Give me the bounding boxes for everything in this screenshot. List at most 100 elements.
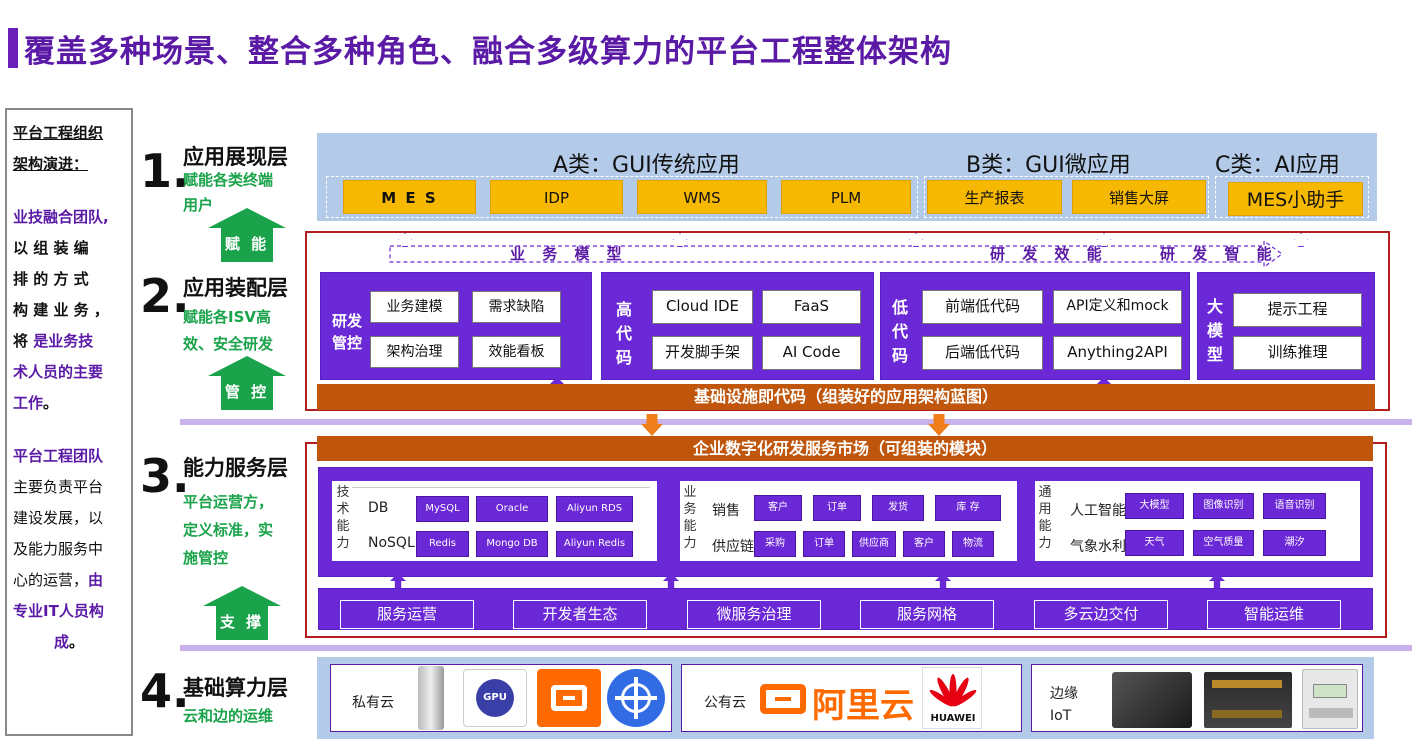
p2-line: 及能力服务中: [13, 540, 104, 558]
p2-line: 主要负责平台: [13, 478, 104, 496]
p2-line: 平台工程团队: [13, 447, 104, 465]
app-production-report[interactable]: 生产报表: [927, 180, 1062, 214]
svc-service-mesh[interactable]: 服务网格: [859, 599, 995, 630]
p1-line: 术人员的主要: [13, 363, 104, 381]
p1-line-highlight: 是业务技: [33, 332, 94, 350]
svc-image-recognition[interactable]: 图像识别: [1193, 493, 1254, 519]
svc-oracle[interactable]: Oracle: [476, 496, 548, 522]
tool-ai-code[interactable]: AI Code: [762, 336, 861, 370]
tool-scaffold[interactable]: 开发脚手架: [652, 336, 753, 370]
svc-shipping[interactable]: 发货: [872, 495, 924, 521]
svc-air-quality[interactable]: 空气质量: [1193, 530, 1254, 556]
p1-line: 将: [13, 332, 34, 350]
title-accent-bar: [8, 28, 18, 68]
layer3-sub: 施管控: [183, 549, 229, 567]
aliyun-wordmark: 阿里云: [812, 686, 914, 726]
svc-supplier[interactable]: 供应商: [852, 531, 896, 557]
tool-anything2api[interactable]: Anything2API: [1053, 336, 1182, 370]
tool-faas[interactable]: FaaS: [762, 290, 861, 324]
svc-aliyun-rds[interactable]: Aliyun RDS: [556, 496, 633, 522]
layer1-number: 1.: [140, 144, 190, 198]
flow-efficiency: 研 发 效 能: [990, 245, 1108, 263]
huawei-logo-icon: HUAWEI: [922, 667, 982, 729]
svc-logistics[interactable]: 物流: [952, 531, 994, 557]
service-ops-bar: [318, 588, 1373, 630]
layer4-title: 基础算力层: [183, 676, 288, 700]
gpu-icon: GPU: [463, 669, 527, 727]
svc-weather[interactable]: 天气: [1125, 530, 1184, 556]
p1-line: 排 的 方 式: [13, 270, 89, 288]
layer3-sub: 定义标准，实: [183, 521, 274, 539]
edge-label: 边缘: [1050, 686, 1078, 702]
svc-microservice-governance[interactable]: 微服务治理: [686, 599, 822, 630]
p1-line: 以 组 装 编: [13, 239, 89, 257]
svc-multicloud-delivery[interactable]: 多云边交付: [1033, 599, 1169, 630]
svc-redis[interactable]: Redis: [416, 531, 469, 557]
svc-customer[interactable]: 客户: [754, 495, 802, 521]
app-plm[interactable]: PLM: [781, 180, 911, 214]
svc-speech-recognition[interactable]: 语音识别: [1263, 493, 1326, 519]
app-idp[interactable]: IDP: [490, 180, 623, 214]
tool-backend-lowcode[interactable]: 后端低代码: [922, 336, 1043, 370]
app-wms[interactable]: WMS: [637, 180, 767, 214]
layer2-sub: 效、安全研发: [183, 335, 274, 353]
tool-efficiency-dashboard[interactable]: 效能看板: [472, 336, 561, 368]
llm-label: 大模型: [1206, 297, 1223, 364]
svc-order-2[interactable]: 订单: [803, 531, 845, 557]
tool-business-modeling[interactable]: 业务建模: [370, 291, 459, 323]
tool-architecture-governance[interactable]: 架构治理: [370, 336, 459, 368]
category-c-heading: C类：AI应用: [1215, 153, 1340, 178]
svc-aiops[interactable]: 智能运维: [1206, 599, 1342, 630]
category-a-group: [326, 176, 918, 218]
svc-llm[interactable]: 大模型: [1125, 493, 1184, 519]
aliyun-mark-icon: [760, 684, 806, 714]
layer-divider: [180, 645, 1412, 651]
svc-customer-2[interactable]: 客户: [903, 531, 945, 557]
panel-heading-2: 架构演进：: [13, 155, 89, 173]
controller-device-icon: [1204, 672, 1292, 728]
flow-intelligence: 研 发 智 能: [1160, 245, 1278, 263]
org-evolution-panel: 平台工程组织 架构演进： 业技融合团队, 以 组 装 编 排 的 方 式 构 建…: [5, 108, 133, 736]
layer1-sub: 赋能各类终端: [183, 171, 274, 189]
layer2-sub: 赋能各ISV高: [183, 308, 271, 326]
layer3-number: 3.: [140, 449, 190, 503]
panel-heading-1: 平台工程组织: [13, 124, 104, 142]
app-mes[interactable]: M E S: [343, 180, 476, 214]
flow-business-model: 业 务 模 型: [510, 245, 628, 263]
support-arrow: 支 撑: [203, 586, 281, 642]
p1-period: 。: [43, 394, 59, 412]
biz-row-supply: 供应链: [712, 539, 754, 555]
tech-capability-label: 技术能力: [336, 485, 350, 551]
svc-mongodb[interactable]: Mongo DB: [476, 531, 548, 557]
category-b-heading: B类：GUI微应用: [966, 153, 1131, 178]
layer2-number: 2.: [140, 269, 190, 323]
tool-requirement-defects[interactable]: 需求缺陷: [472, 291, 561, 323]
svc-aliyun-redis[interactable]: Aliyun Redis: [556, 531, 633, 557]
svc-inventory[interactable]: 库 存: [935, 495, 1001, 521]
layer3-sub: 平台运营方，: [183, 493, 274, 511]
svc-mysql[interactable]: MySQL: [416, 496, 469, 522]
tool-prompt-engineering[interactable]: 提示工程: [1233, 293, 1362, 327]
p1-line: 构 建 业 务 ，: [13, 301, 109, 319]
down-arrow-icon: [928, 414, 950, 436]
svc-developer-ecosystem[interactable]: 开发者生态: [512, 599, 648, 630]
svc-order[interactable]: 订单: [813, 495, 861, 521]
service-market-bar: 企业数字化研发服务市场（可组装的模块）: [317, 436, 1373, 461]
flow-arrow-shape: [389, 239, 1284, 269]
svc-procurement[interactable]: 采购: [754, 531, 796, 557]
p2-line: 心的运营，: [13, 571, 89, 589]
tool-train-inference[interactable]: 训练推理: [1233, 336, 1362, 370]
tool-frontend-lowcode[interactable]: 前端低代码: [922, 290, 1043, 324]
tool-cloud-ide[interactable]: Cloud IDE: [652, 290, 753, 324]
rd-control-label: 研发管控: [331, 312, 362, 352]
layer3-title: 能力服务层: [183, 456, 288, 480]
svc-service-operation[interactable]: 服务运营: [339, 599, 475, 630]
page-title: 覆盖多种场景、整合多种角色、融合多级算力的平台工程整体架构: [24, 34, 952, 70]
biz-row-sales: 销售: [712, 503, 740, 519]
category-a-heading: A类：GUI传统应用: [553, 153, 740, 178]
svc-tide[interactable]: 潮汐: [1263, 530, 1326, 556]
app-sales-dashboard[interactable]: 销售大屏: [1072, 180, 1206, 214]
p2-line-highlight: 由: [88, 571, 104, 589]
app-mes-assistant[interactable]: MES小助手: [1228, 182, 1363, 216]
tool-api-mock[interactable]: API定义和mock: [1053, 290, 1182, 324]
